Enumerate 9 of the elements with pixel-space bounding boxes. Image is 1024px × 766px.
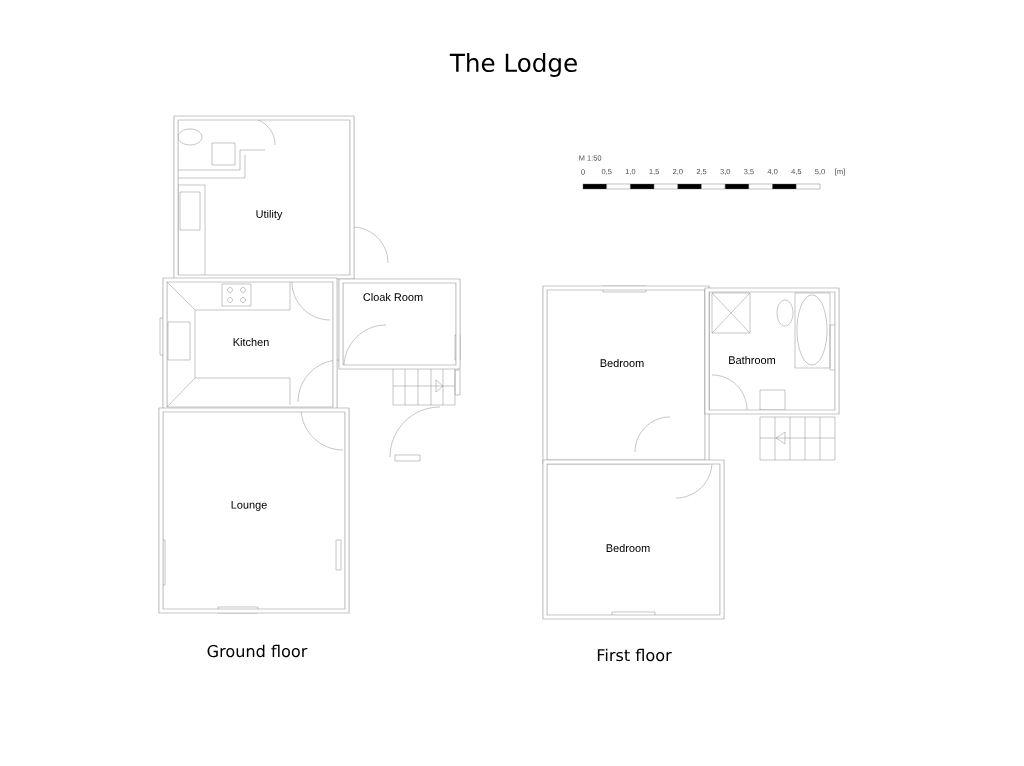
room: Cloak Room: [338, 278, 461, 370]
floor-caption: First floor: [597, 648, 672, 662]
title: The Lodge: [449, 53, 577, 77]
room: Utility: [173, 115, 355, 280]
room: Bathroom: [704, 287, 840, 415]
floor-caption: Ground floor: [207, 644, 308, 658]
room: Bedroom: [542, 459, 725, 620]
room: Bedroom: [542, 285, 710, 465]
room: Lounge: [158, 407, 350, 614]
